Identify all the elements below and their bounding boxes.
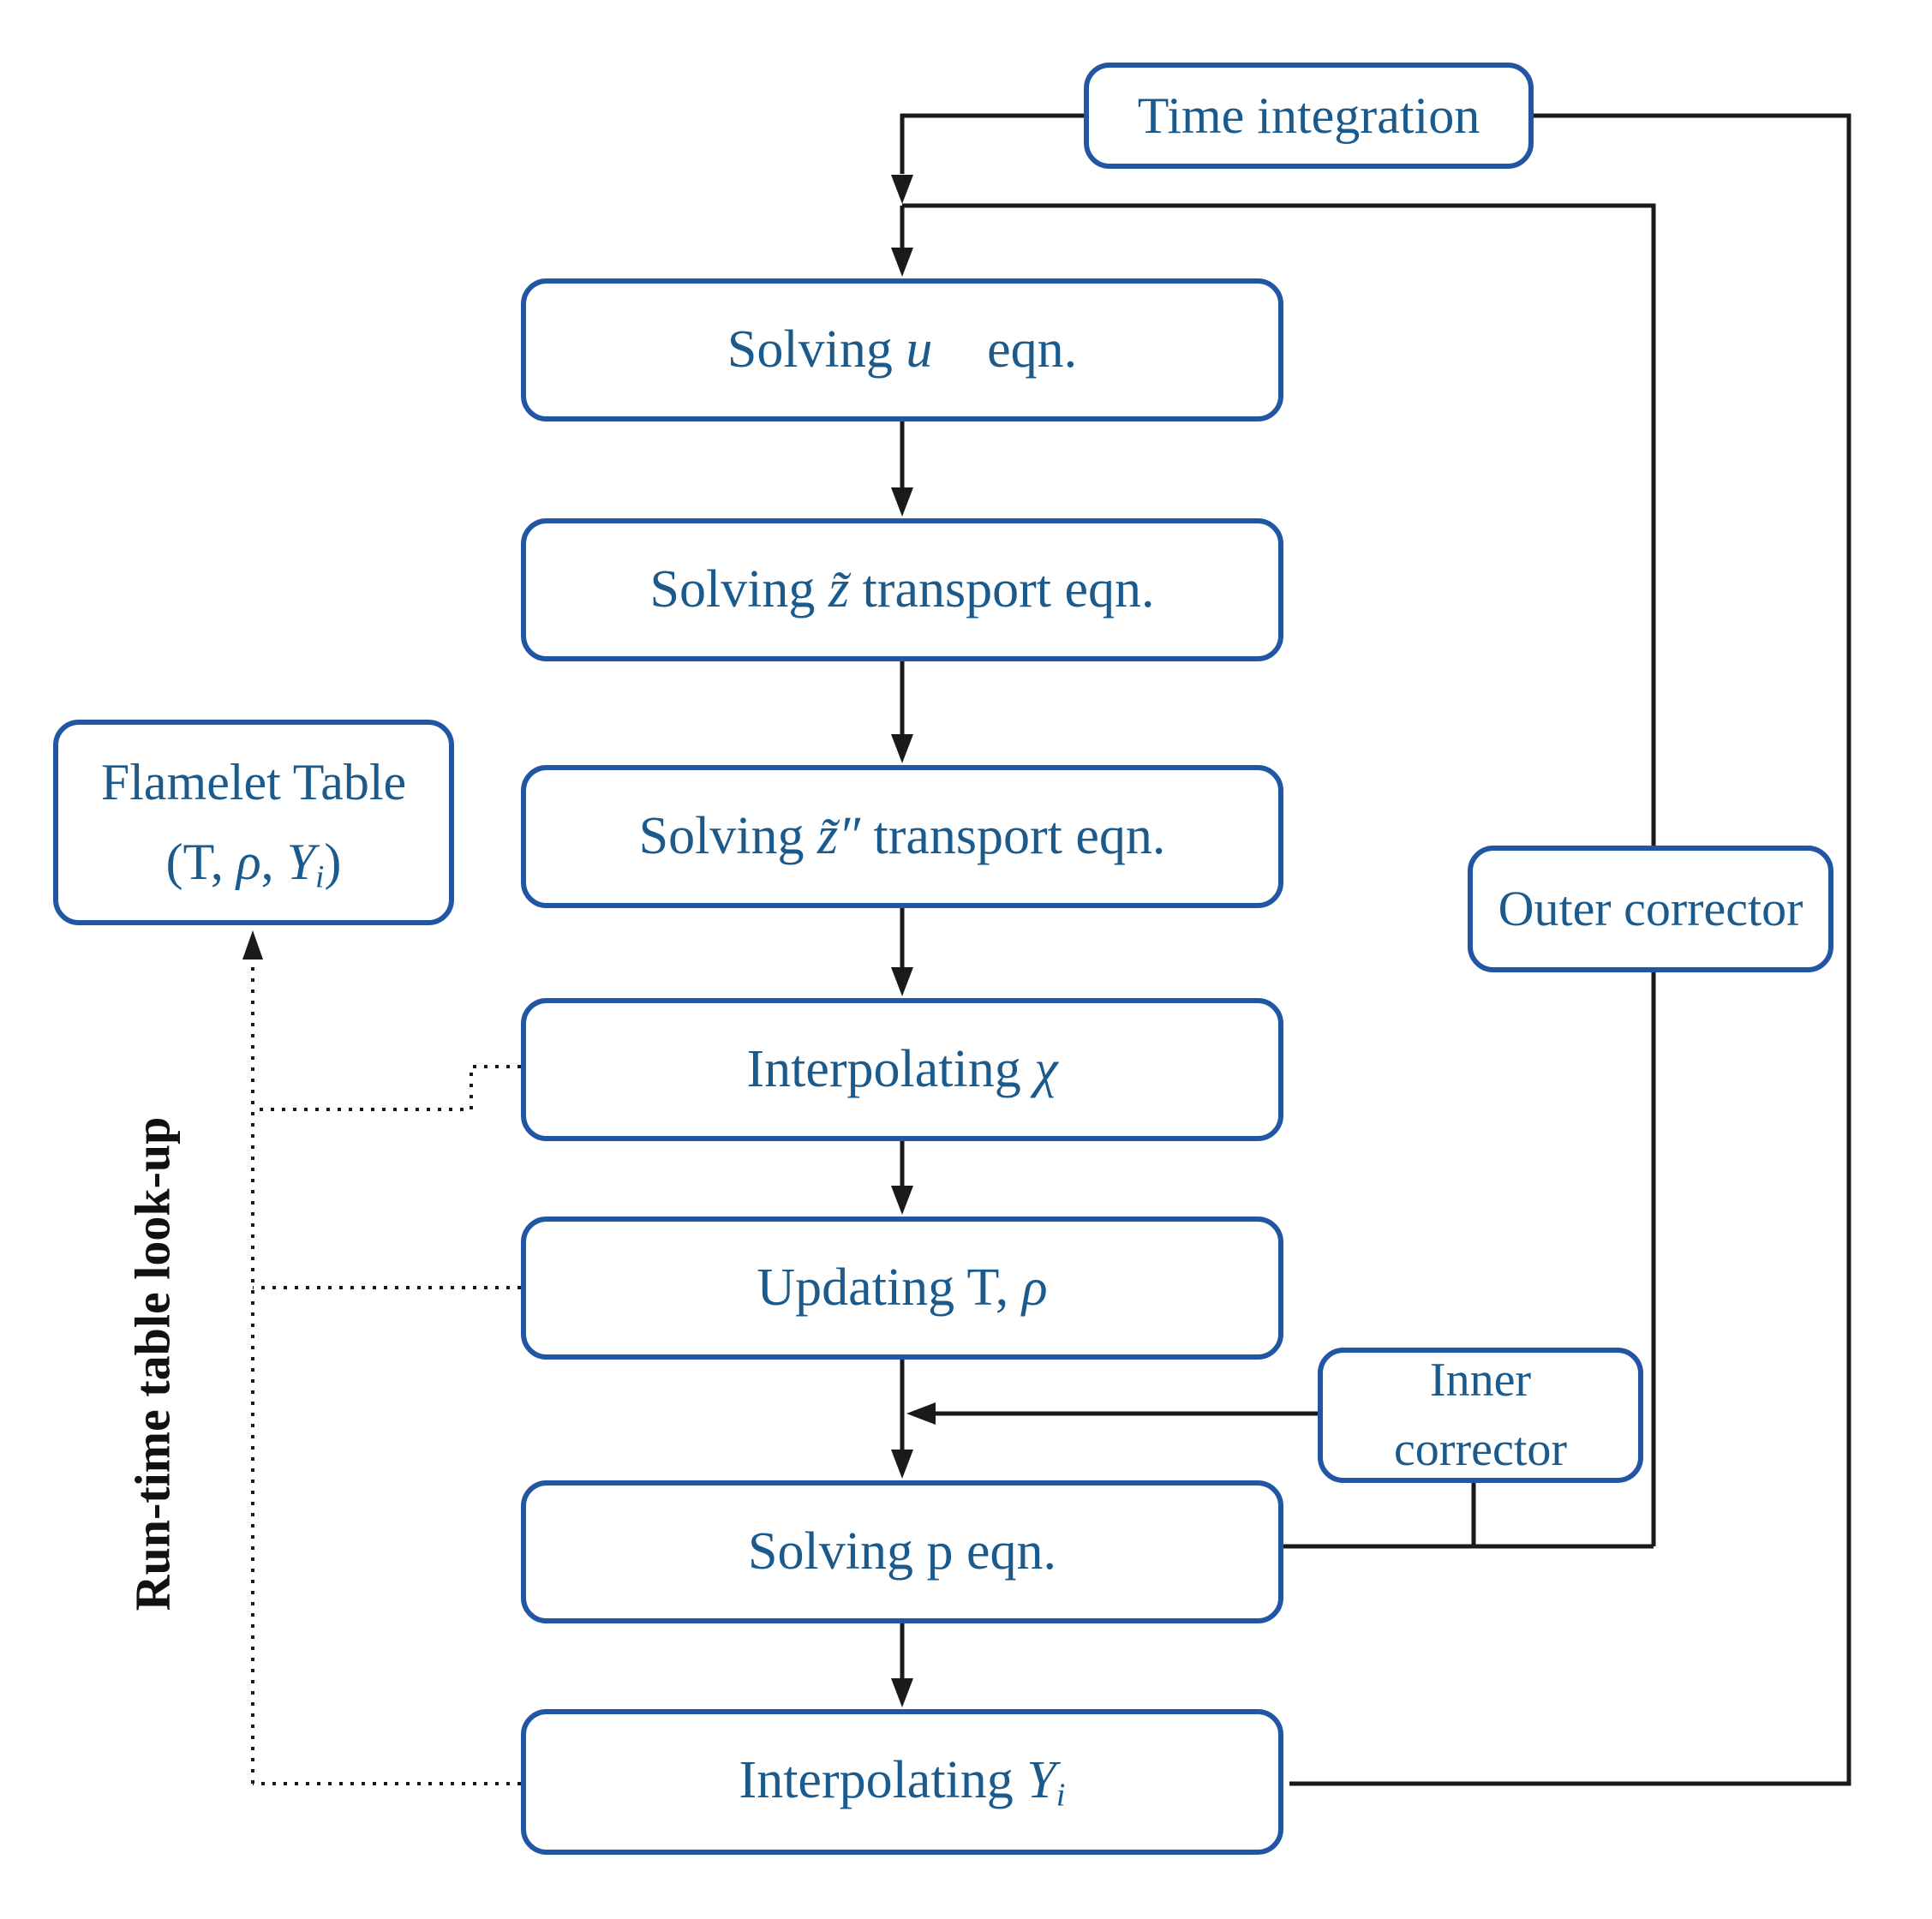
box-solving-u-label: Solving u⃗ eqn. [727,320,1078,379]
box-interpolating-chi: Interpolating χ [521,998,1283,1141]
edge-outer-corrector-rail [902,203,1656,1546]
box-flamelet-table: Flamelet Table (T, ρ, Yi) [53,720,454,925]
box-solving-u: Solving u⃗ eqn. [521,278,1283,421]
box-solving-z-label: Solving z̃ transport eqn. [649,559,1155,619]
runtime-table-lookup-label: Run-time table look-up [124,1116,181,1611]
box-time-integration: Time integration [1084,63,1534,169]
box-interpolating-yi-label: Interpolating Yi [739,1751,1066,1814]
box-outer-corrector-label: Outer corrector [1498,880,1803,936]
box-flamelet-line2: (T, ρ, Yi) [165,834,342,895]
box-solving-z-variance-label: Solving z̃″ transport eqn. [638,806,1166,865]
box-updating-t-rho-label: Updating T, ρ [757,1258,1048,1317]
box-solving-z-variance: Solving z̃″ transport eqn. [521,765,1283,908]
edge-time-to-chain [900,113,1084,174]
box-inner-corrector-line2: corrector [1393,1423,1568,1476]
lookup-arrowhead [242,930,263,960]
box-solving-z: Solving z̃ transport eqn. [521,518,1283,661]
edge-lookup-chi [253,1065,521,1111]
edge-time-loop [1289,113,1851,1786]
box-solving-p-label: Solving p eqn. [748,1521,1056,1581]
box-updating-t-rho: Updating T, ρ [521,1217,1283,1360]
box-interpolating-yi: Interpolating Yi [521,1709,1283,1855]
box-interpolating-chi-label: Interpolating χ [746,1039,1058,1098]
arrowheads [891,175,936,1707]
box-outer-corrector: Outer corrector [1468,846,1833,972]
box-inner-corrector-line1: Inner [1429,1353,1532,1407]
box-flamelet-line1: Flamelet Table [100,754,407,810]
box-inner-corrector: Inner corrector [1318,1348,1643,1483]
box-solving-p: Solving p eqn. [521,1480,1283,1623]
box-time-integration-label: Time integration [1137,87,1480,144]
